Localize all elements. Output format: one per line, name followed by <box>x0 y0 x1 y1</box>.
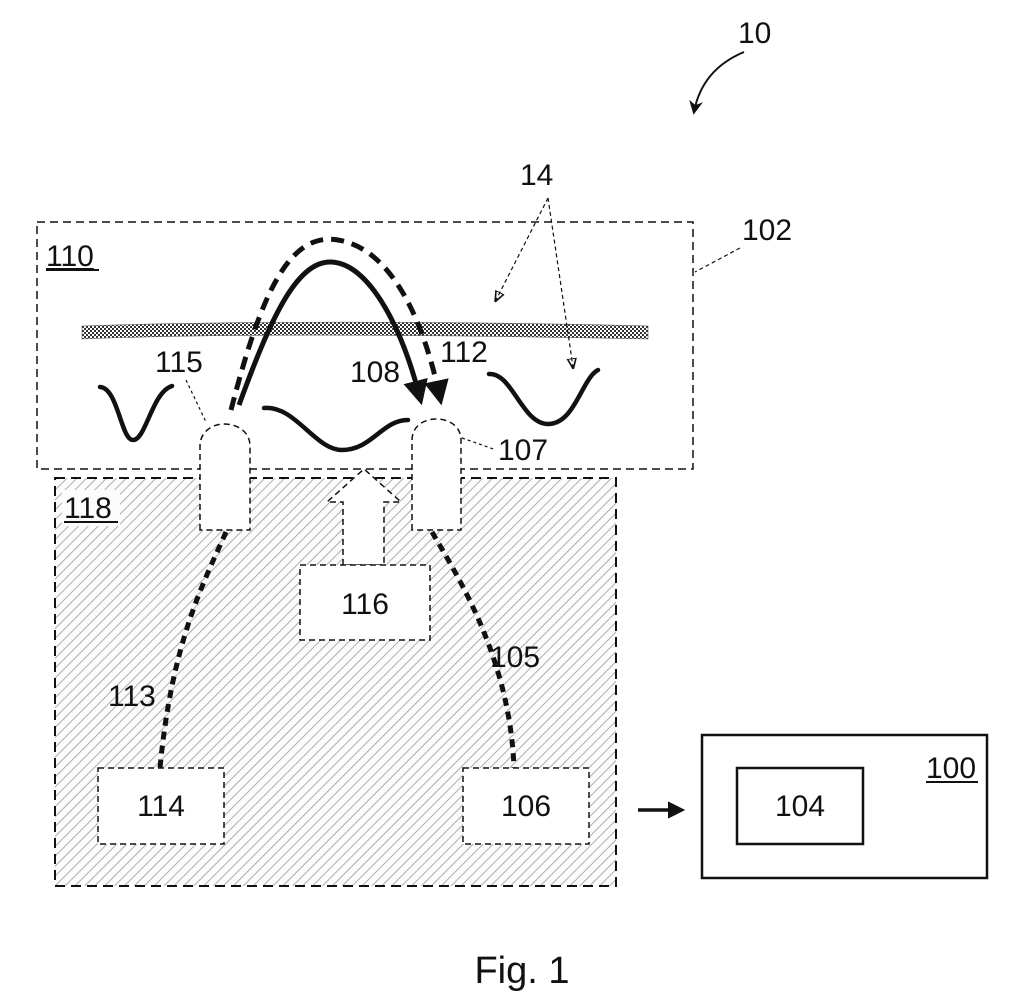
label-tissue-region: 110 <box>46 240 94 273</box>
label-detector-fiber: 105 <box>490 641 540 674</box>
label-system: 10 <box>738 17 771 50</box>
label-source-tip: 115 <box>155 346 203 379</box>
label-source-fiber: 113 <box>108 680 156 713</box>
label-detector-tip: 107 <box>498 434 548 467</box>
label-probe-region: 118 <box>64 492 112 525</box>
system-arrow <box>694 52 744 112</box>
detector-tip-107 <box>412 419 461 530</box>
tissue-leader <box>695 248 740 272</box>
tissue-region-110 <box>37 222 693 469</box>
label-stimulator: 116 <box>341 588 389 621</box>
label-detector: 106 <box>501 790 551 823</box>
label-processor-inner: 104 <box>775 790 825 823</box>
label-reflected-path: 112 <box>440 336 488 369</box>
label-processor-box: 100 <box>926 752 976 785</box>
label-emitted-path: 108 <box>350 356 400 389</box>
source-tip-115 <box>200 424 250 530</box>
label-tissue: 102 <box>742 214 792 247</box>
label-source: 114 <box>137 790 185 823</box>
figure-caption: Fig. 1 <box>474 950 569 992</box>
label-structures: 14 <box>520 159 553 192</box>
